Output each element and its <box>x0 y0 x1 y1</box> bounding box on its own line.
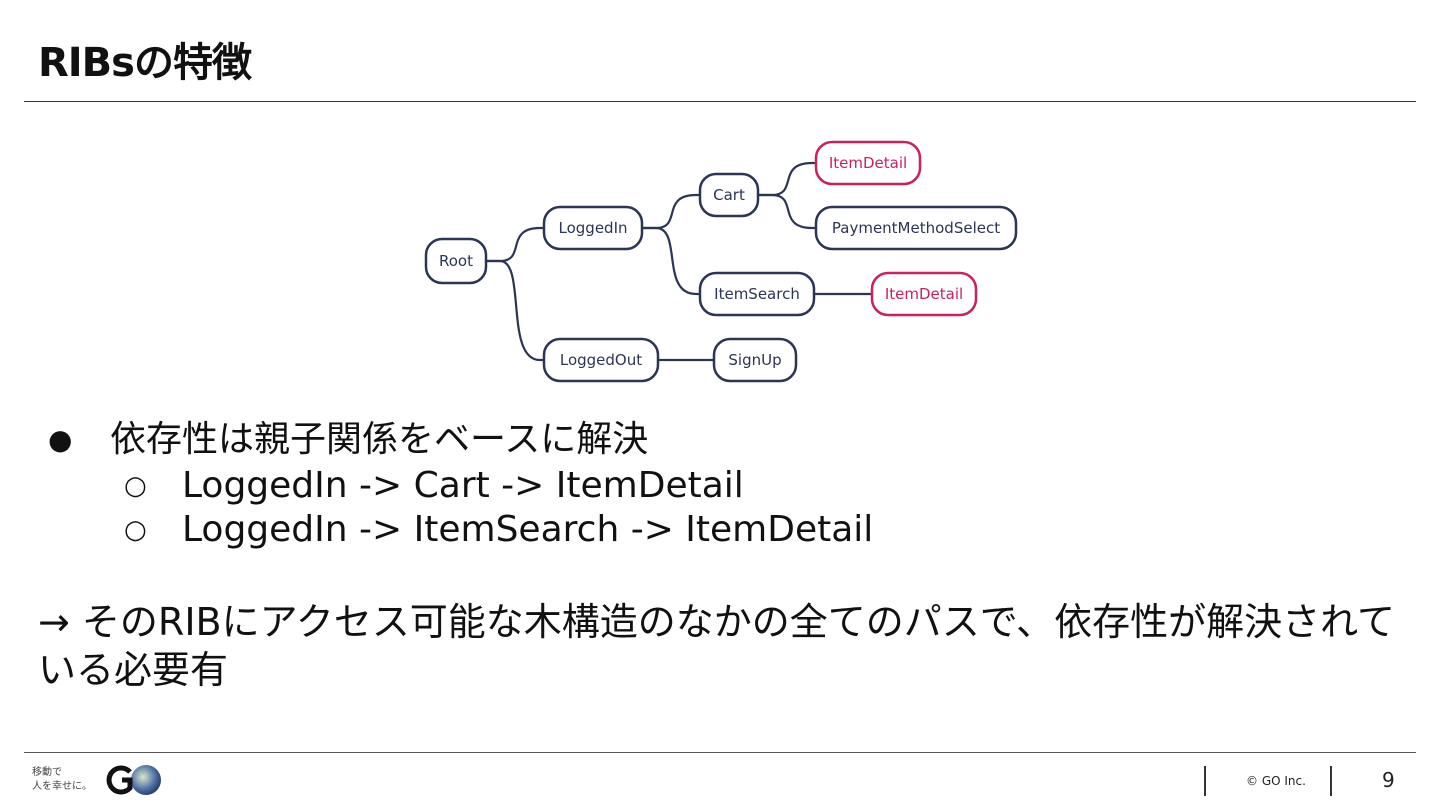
tree-node-box <box>698 271 816 317</box>
tree-node-label: Cart <box>713 186 745 204</box>
tree-node-cart: Cart <box>698 172 760 218</box>
tree-node-label: Root <box>439 252 473 270</box>
tree-node-itemdetail2: ItemDetail <box>870 271 978 317</box>
go-logo <box>106 765 161 795</box>
tree-edge-loggedin-cart <box>642 193 700 230</box>
conclusion-note: → そのRIBにアクセス可能な木構造のなかの全てのパスで、依存性が解決されている… <box>38 600 1396 692</box>
tree-node-box <box>542 205 644 251</box>
footer-tagline: 移動で 人を幸せに。 <box>32 766 92 794</box>
sub-bullet-1: LoggedIn -> Cart -> ItemDetail <box>182 465 744 506</box>
tree-node-box <box>814 140 922 186</box>
tree-node-box <box>870 271 978 317</box>
slide-title: RIBsの特徴 <box>38 40 252 86</box>
tagline-line-1: 移動で <box>32 767 62 778</box>
tree-node-box <box>814 205 1018 251</box>
bullet-main: 依存性は親子関係をベースに解決 <box>110 419 649 460</box>
bullet-marker: ● <box>48 423 73 456</box>
tree-node-signup: SignUp <box>712 337 798 383</box>
copyright-text: © GO Inc. <box>1246 774 1306 788</box>
tree-edge-loggedin-itemsearch <box>642 226 700 296</box>
tree-edge-root-loggedout <box>486 259 544 362</box>
tree-node-box <box>712 337 798 383</box>
tagline-line-2: 人を幸せに。 <box>32 781 92 792</box>
tree-node-itemdetail1: ItemDetail <box>814 140 922 186</box>
tree-node-label: LoggedIn <box>559 219 628 237</box>
tree-edge-root-loggedin <box>486 226 544 263</box>
tree-node-loggedout: LoggedOut <box>542 337 660 383</box>
tree-node-label: PaymentMethodSelect <box>832 219 1000 237</box>
tree-edge-cart-payment <box>758 193 816 230</box>
sub-bullet-2: LoggedIn -> ItemSearch -> ItemDetail <box>182 509 874 550</box>
sub-bullet-marker: ○ <box>124 471 147 501</box>
sub-bullet-marker: ○ <box>124 515 147 545</box>
footer-divider <box>24 752 1416 753</box>
footer-separator <box>1330 766 1332 796</box>
tree-node-payment: PaymentMethodSelect <box>814 205 1018 251</box>
tree-node-box <box>698 172 760 218</box>
tree-node-loggedin: LoggedIn <box>542 205 644 251</box>
tree-node-label: LoggedOut <box>560 351 642 369</box>
tree-edge-cart-itemdetail1 <box>758 161 816 197</box>
page-number: 9 <box>1382 768 1395 792</box>
footer-separator <box>1204 766 1206 796</box>
tree-node-label: ItemDetail <box>885 285 963 303</box>
tree-node-itemsearch: ItemSearch <box>698 271 816 317</box>
tree-node-label: ItemDetail <box>829 154 907 172</box>
tree-node-label: ItemSearch <box>714 285 800 303</box>
title-divider <box>24 101 1416 102</box>
tree-node-root: Root <box>424 237 488 285</box>
tree-node-label: SignUp <box>728 351 781 369</box>
tree-node-box <box>424 237 488 285</box>
tree-node-box <box>542 337 660 383</box>
